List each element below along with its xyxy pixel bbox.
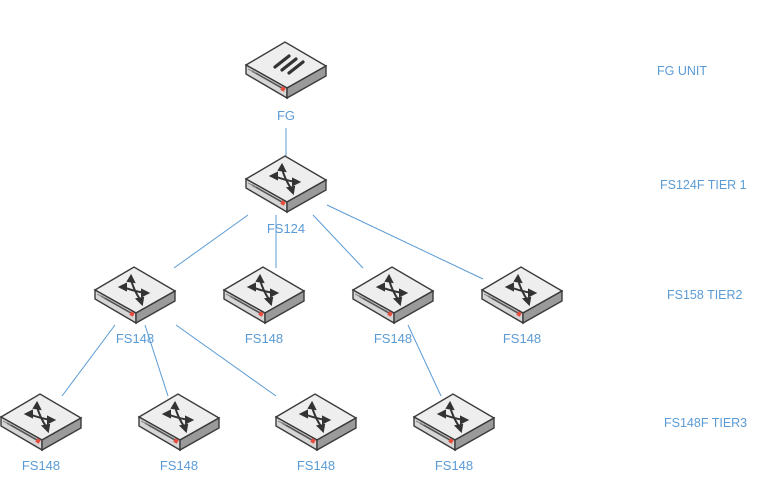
switch-device-t2c: [351, 266, 435, 325]
switch-device-t2a: [93, 266, 177, 325]
link-t2a-t3a: [61, 324, 116, 397]
node-label-t2b: FS148: [244, 331, 284, 346]
tier-label-tier2: FS158 TIER2: [667, 288, 743, 302]
switch-device-t2d: [480, 266, 564, 325]
switch-icon: [351, 266, 435, 325]
switch-icon: [222, 266, 306, 325]
switch-icon: [93, 266, 177, 325]
link-t2c-t3d: [407, 324, 442, 397]
tier-label-tier3: FS148F TIER3: [664, 416, 748, 430]
switch-icon: [480, 266, 564, 325]
switch-device-t3b: [137, 393, 221, 452]
switch-icon: [244, 155, 328, 214]
tier-label-fg-unit: FG UNIT: [657, 64, 707, 78]
link-t2a-t3c: [175, 324, 277, 397]
link-t2a-t3b: [144, 324, 169, 397]
switch-device-t3c: [274, 393, 358, 452]
switch-device-t3d: [412, 393, 496, 452]
firewall-device: [244, 41, 328, 100]
link-fs124-t2a: [173, 214, 249, 269]
tier-label-tier1: FS124F TIER 1: [660, 178, 747, 192]
node-label-t3b: FS148: [159, 458, 199, 473]
link-fs124-t2d: [326, 204, 484, 280]
node-label-t3c: FS148: [296, 458, 336, 473]
node-label-t3d: FS148: [434, 458, 474, 473]
switch-icon: [0, 393, 83, 452]
node-label-t2c: FS148: [373, 331, 413, 346]
node-label-t2a: FS148: [115, 331, 155, 346]
nodes-layer: [0, 41, 564, 452]
node-label-t2d: FS148: [502, 331, 542, 346]
switch-icon: [412, 393, 496, 452]
node-label-fg: FG: [276, 108, 296, 123]
firewall-icon: [244, 41, 328, 100]
link-fs124-t2c: [312, 214, 364, 269]
switch-icon: [137, 393, 221, 452]
switch-device-t2b: [222, 266, 306, 325]
node-label-fs124: FS124: [266, 221, 306, 236]
links-layer: [61, 128, 484, 397]
switch-device-fs124: [244, 155, 328, 214]
node-label-t3a: FS148: [21, 458, 61, 473]
switch-icon: [274, 393, 358, 452]
switch-device-t3a: [0, 393, 83, 452]
